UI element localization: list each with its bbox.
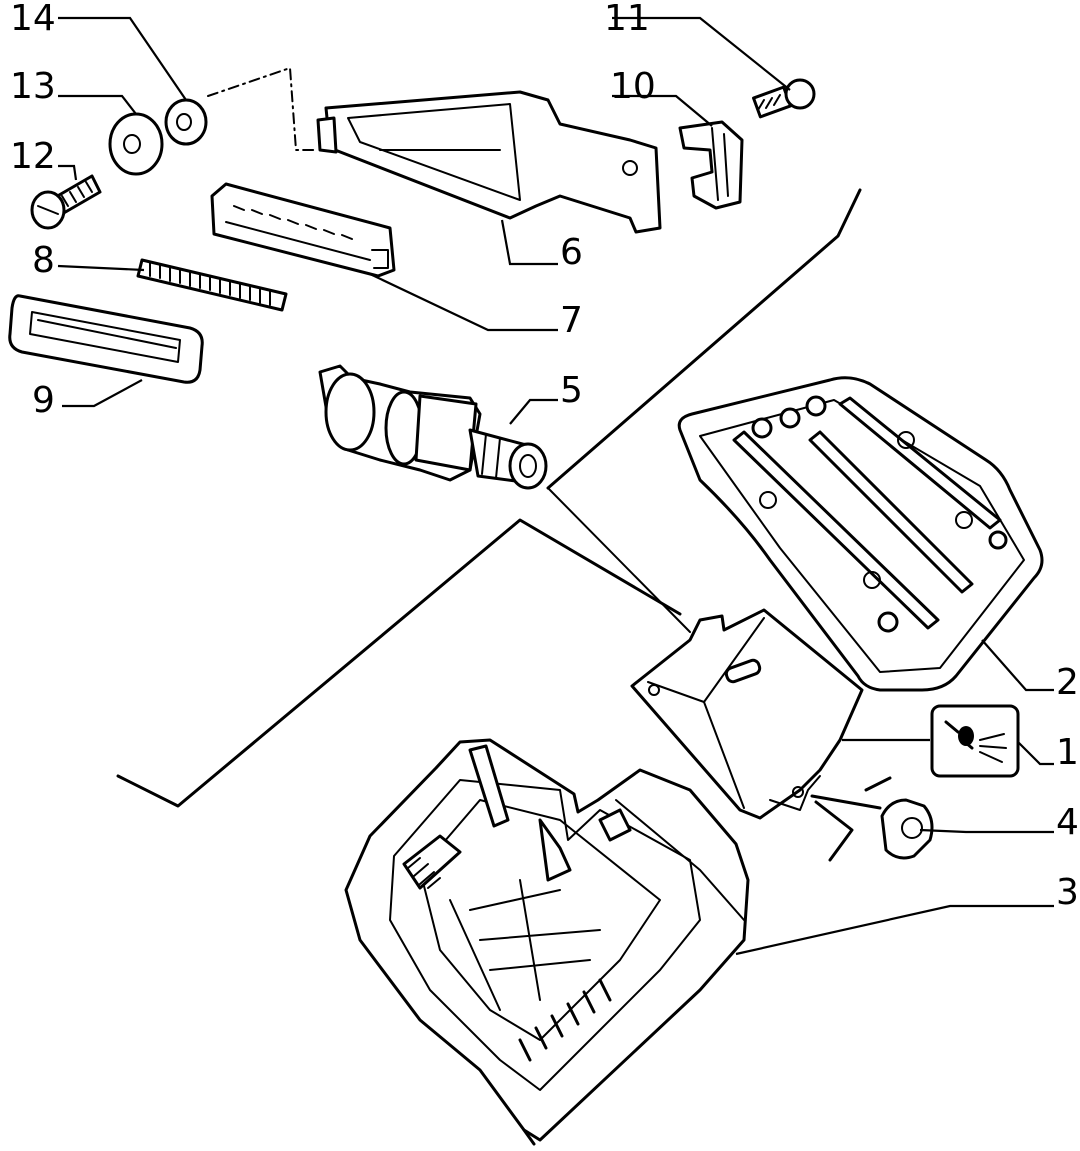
leader-10 xyxy=(612,94,713,127)
callout-4: 4 xyxy=(1056,802,1079,843)
part-11-screw xyxy=(752,78,816,119)
part-9-seal-frame xyxy=(8,294,204,384)
part-1-control-unit xyxy=(630,608,864,820)
electronic-part-symbol xyxy=(930,704,1020,778)
bracket-tick xyxy=(864,776,892,792)
callout-7: 7 xyxy=(560,300,583,341)
leader-7 xyxy=(369,273,558,332)
callout-3: 3 xyxy=(1056,872,1079,913)
part-7-terminal-block xyxy=(210,182,396,278)
leader-11 xyxy=(612,16,791,91)
callout-13: 13 xyxy=(10,66,56,107)
alignment-line xyxy=(207,67,319,151)
leader-9 xyxy=(62,379,143,408)
leader-8 xyxy=(57,264,145,272)
leader-14 xyxy=(58,16,187,101)
callout-1: 1 xyxy=(1056,732,1079,773)
callout-11: 11 xyxy=(604,0,650,39)
callout-12: 12 xyxy=(10,136,56,177)
callout-14: 14 xyxy=(10,0,56,39)
part-14-washer xyxy=(164,98,208,146)
leader-12 xyxy=(58,164,78,181)
leader-1 xyxy=(842,738,1054,766)
part-6-connector-housing xyxy=(316,90,662,234)
leader-2 xyxy=(981,639,1054,692)
section-line-lower xyxy=(116,518,682,808)
leader-13 xyxy=(58,94,137,115)
part-12-bolt xyxy=(30,174,102,230)
part-3-housing-box xyxy=(344,738,750,1146)
part-5-sensor xyxy=(318,364,548,490)
callout-5: 5 xyxy=(560,370,583,411)
leader-3 xyxy=(735,904,1054,956)
section-line-upper-b xyxy=(547,487,691,633)
part-10-clip xyxy=(678,120,744,210)
part-4-nut xyxy=(880,798,934,860)
bracket-line xyxy=(810,794,882,862)
callout-8: 8 xyxy=(32,240,55,281)
callout-2: 2 xyxy=(1056,662,1079,703)
leader-4 xyxy=(919,828,1054,834)
part-13-washer xyxy=(108,112,164,176)
leader-lines xyxy=(57,16,1054,956)
part-8-terminal-strip xyxy=(136,258,288,312)
callout-9: 9 xyxy=(32,380,55,421)
leader-6 xyxy=(500,219,558,266)
section-line-upper xyxy=(546,188,862,490)
leader-5 xyxy=(509,398,558,425)
part-2-base-plate xyxy=(677,376,1044,692)
callout-labels: 14 13 12 8 9 11 10 6 7 5 2 1 4 3 xyxy=(10,0,1079,913)
callout-10: 10 xyxy=(610,66,656,107)
callout-6: 6 xyxy=(560,232,583,273)
